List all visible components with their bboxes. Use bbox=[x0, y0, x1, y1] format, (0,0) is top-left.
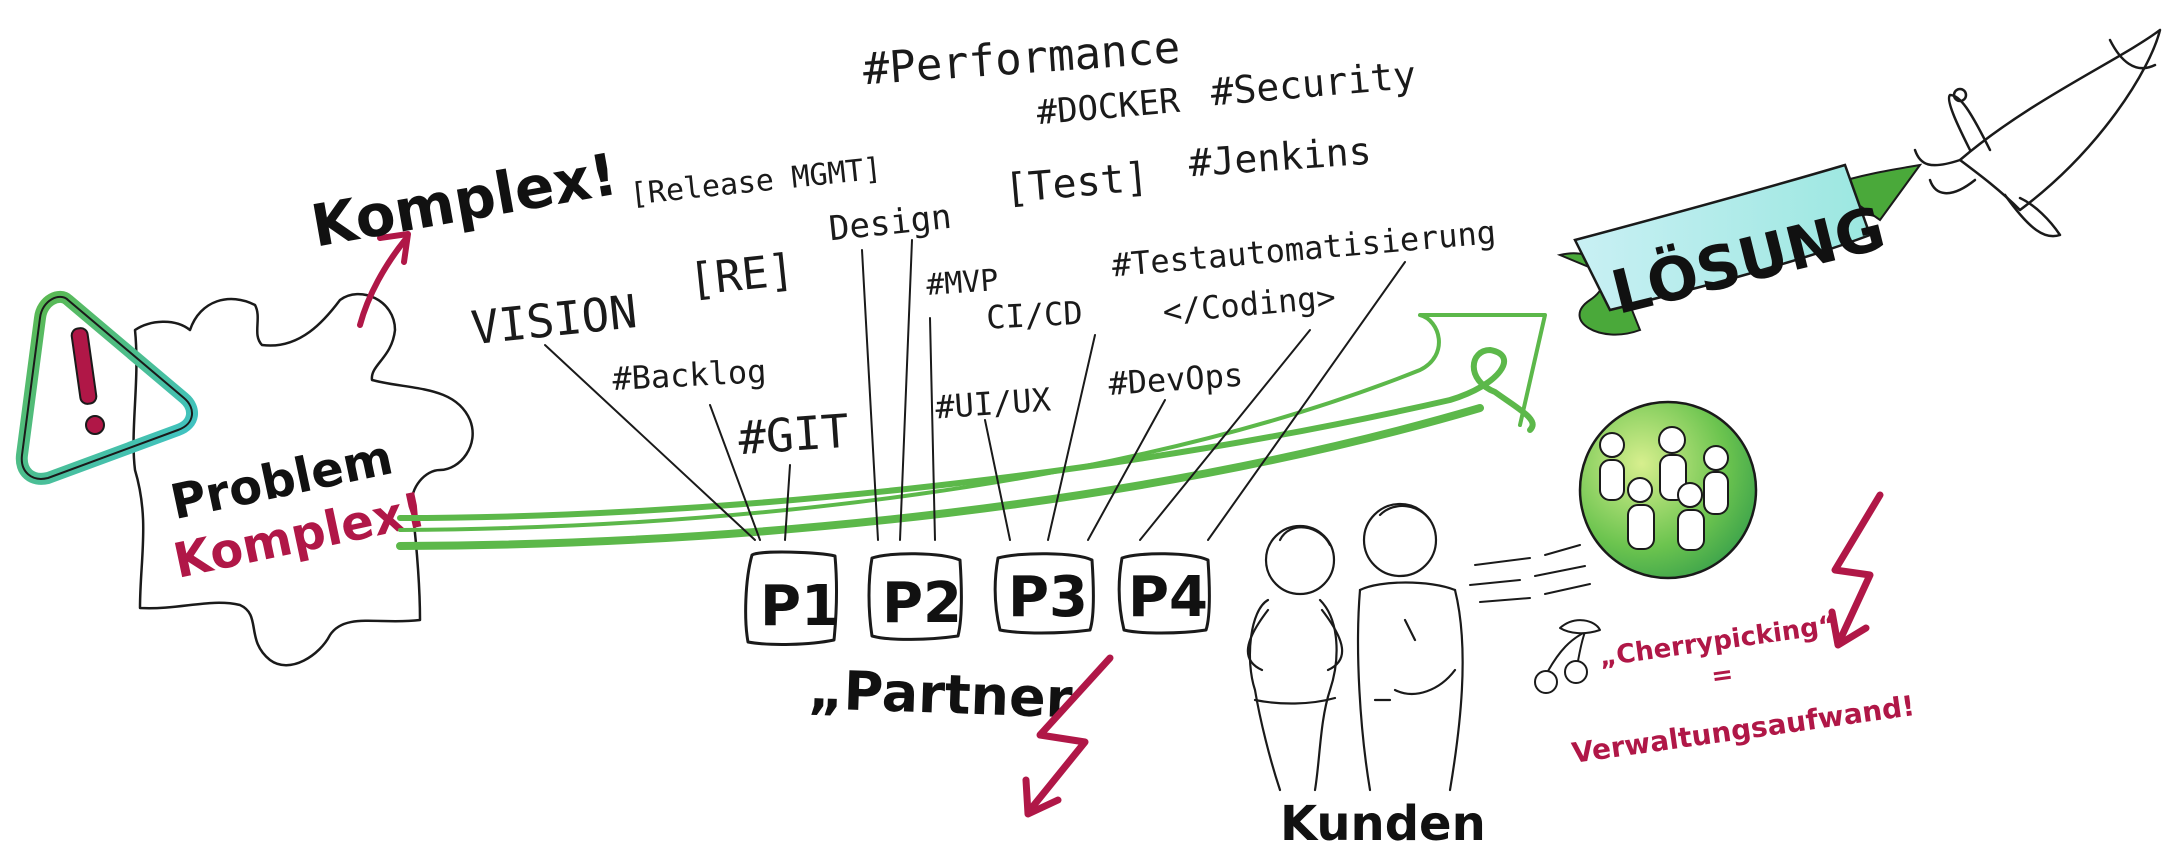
cherrypicking-note-2: Verwaltungsaufwand! bbox=[1570, 689, 1917, 770]
partner-label: P1 bbox=[760, 574, 840, 639]
arrow-up-red bbox=[357, 231, 411, 328]
customers-illustration bbox=[1246, 502, 1464, 792]
customers-label: Kunden bbox=[1280, 796, 1486, 851]
tag-mvp: #MVP bbox=[925, 263, 1000, 303]
tag-devops: #DevOps bbox=[1107, 356, 1244, 403]
tag-uiux: #UI/UX bbox=[934, 381, 1052, 427]
rocket-icon bbox=[1913, 28, 2162, 238]
tag-backlog: #Backlog bbox=[611, 352, 767, 398]
partner-box-p4: P4 bbox=[1117, 552, 1211, 635]
partner-box-p1: P1 bbox=[744, 550, 840, 646]
tag-vision: VISION bbox=[469, 284, 640, 355]
tag-testautomation: #Testautomatisierung bbox=[1110, 213, 1497, 284]
partner-box-p2: P2 bbox=[867, 552, 963, 641]
tag-security: #Security bbox=[1209, 53, 1418, 115]
cherry-icon bbox=[1534, 619, 1601, 694]
cherrypicking-equals: = bbox=[1709, 659, 1735, 692]
connector-lines bbox=[544, 239, 1406, 541]
komplex-top-label: Komplex! bbox=[306, 140, 622, 261]
warning-icon bbox=[15, 290, 198, 485]
tag-release: [Release MGMT] bbox=[628, 151, 883, 212]
people-group-icon bbox=[1578, 400, 1758, 580]
puzzle-piece-icon bbox=[132, 292, 474, 667]
tag-coding: </Coding> bbox=[1161, 278, 1337, 331]
partner-label: P3 bbox=[1008, 565, 1088, 630]
speech-dashes bbox=[1469, 544, 1591, 603]
tag-cicd: CI/CD bbox=[985, 294, 1083, 337]
partner-boxes: P1 P2 P3 P4 bbox=[744, 550, 1211, 646]
tag-docker: #DOCKER bbox=[1035, 81, 1182, 133]
partner-box-p3: P3 bbox=[993, 552, 1095, 635]
partner-label: P4 bbox=[1128, 565, 1208, 630]
solution-banner: LÖSUNG bbox=[1556, 163, 1923, 336]
solution-path bbox=[396, 313, 1547, 550]
tag-jenkins: #Jenkins bbox=[1187, 129, 1373, 186]
tag-design: Design bbox=[827, 197, 953, 250]
tag-git: #GIT bbox=[737, 404, 851, 466]
partner-label: P2 bbox=[882, 571, 962, 636]
tag-test: [Test] bbox=[1003, 154, 1151, 212]
tag-re: [RE] bbox=[686, 244, 797, 306]
lightning-bolt-icon bbox=[1828, 491, 1884, 649]
lightning-bolt-icon bbox=[1022, 654, 1114, 818]
partner-caption: „Partner bbox=[807, 658, 1074, 730]
